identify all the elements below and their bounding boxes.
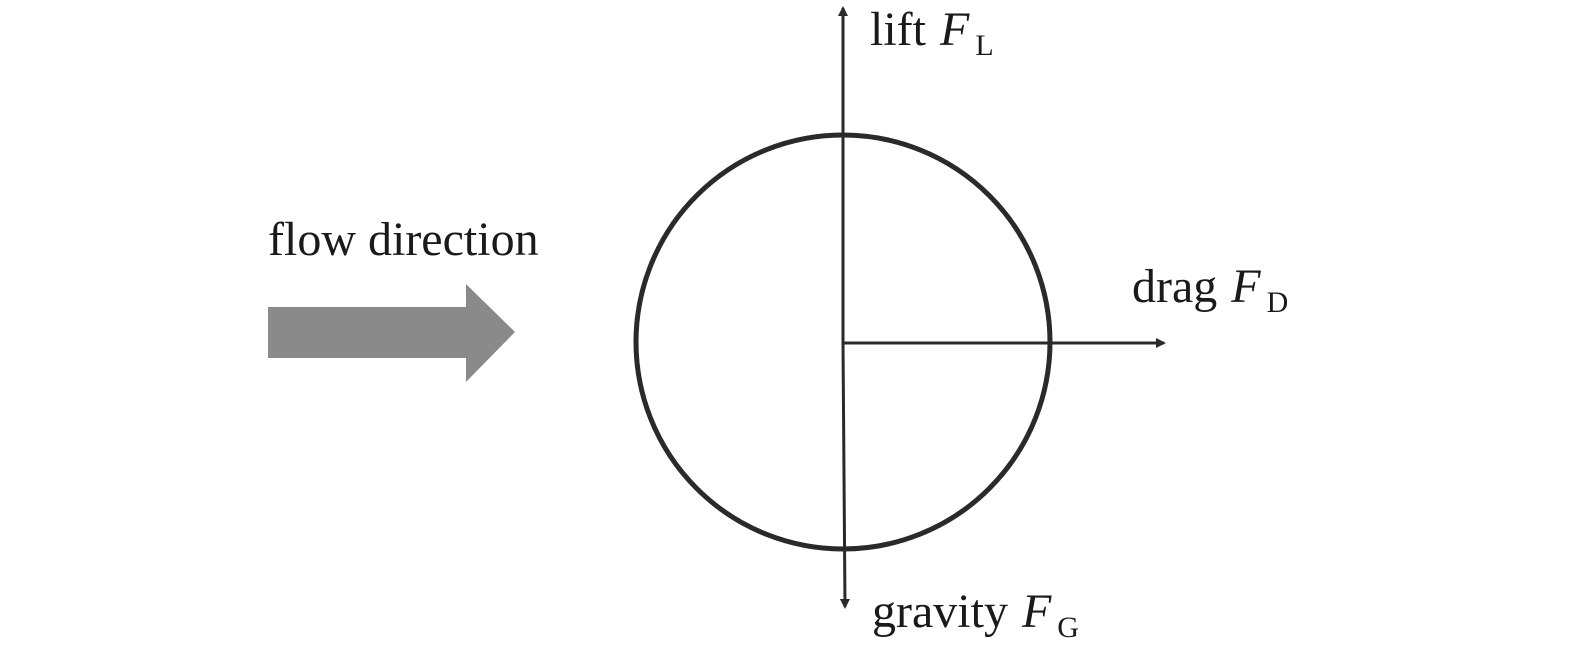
drag-word: drag [1132,260,1217,313]
gravity-subscript: G [1057,611,1079,644]
lift-symbol: F [939,3,970,56]
lift-subscript: L [975,29,993,62]
flow-direction-label: flow direction [268,213,539,266]
gravity-force-label: gravity F G [872,585,1079,644]
flow-direction-arrow [268,284,515,382]
drag-subscript: D [1267,286,1289,319]
lift-force-label: lift F L [870,3,994,62]
lift-word: lift [870,3,927,56]
gravity-word: gravity [872,585,1008,638]
gravity-force-vector [839,341,850,609]
drag-symbol: F [1230,260,1261,313]
gravity-symbol: F [1021,585,1052,638]
drag-force-label: drag F D [1132,260,1288,319]
